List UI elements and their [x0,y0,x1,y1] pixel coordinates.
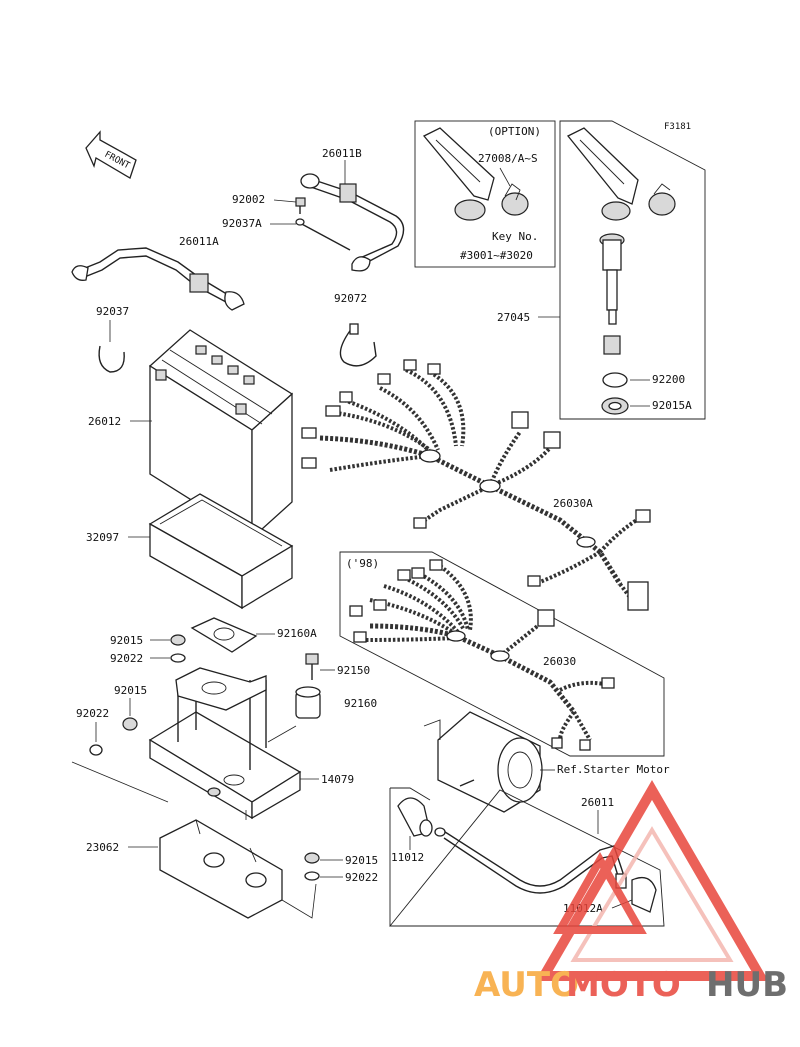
label-23062: 23062 [86,841,119,854]
label-92022-top: 92022 [110,652,143,665]
label-92037: 92037 [96,305,129,318]
ignition-switch-option-icon [422,127,529,221]
front-arrow-icon: FRONT [85,130,137,179]
figure-code: F3181 [664,122,691,132]
label-26011B: 26011B [322,147,362,160]
battery-bracket-14079-icon [148,667,302,820]
battery-icon [148,329,294,540]
label-92022-bottom: 92022 [345,871,378,884]
label-32097: 32097 [86,531,119,544]
boot-11012A-icon [631,876,657,913]
boot-11012-icon [397,797,433,837]
label-92160: 92160 [344,697,377,710]
option-part-number: 27008/A~S [478,152,538,165]
wiring-harness-26030A-icon [301,359,651,611]
label-26030: 26030 [543,655,576,668]
label-92015-bottom: 92015 [345,854,378,867]
label-26012: 26012 [88,415,121,428]
bolt-92150-icon [305,653,319,680]
starter-cable-box [389,787,665,927]
battery-cable-26011B-icon [300,173,405,272]
label-92015-mid: 92015 [114,684,147,697]
battery-cable-26011A-icon [71,247,245,311]
label-92160A: 92160A [277,627,317,640]
washer-92200-icon [602,372,628,388]
year-box [339,551,665,757]
label-92150: 92150 [337,664,370,677]
label-92200: 92200 [652,373,685,386]
ignition-switch-icon [566,127,676,221]
label-26011A: 26011A [179,235,219,248]
battery-tray-icon [148,493,294,610]
option-header: (OPTION) [488,125,541,138]
nut-92015-bottom-icon [304,852,320,864]
option-box [414,120,556,268]
key-label: Key No. [492,230,538,243]
watermark-logo: AUTO MOTO HUB [474,780,788,1005]
label-26011: 26011 [581,796,614,809]
band-92072-icon [339,327,377,367]
key-range: #3001~#3020 [460,249,533,262]
label-92015-top: 92015 [110,634,143,647]
key-cylinder-icon [599,233,625,355]
tie-band-92037A-icon [295,218,351,251]
pad-92160A-icon [190,617,258,653]
label-92002: 92002 [232,193,265,206]
ignition-box [559,120,706,420]
year-header: ('98) [346,557,379,570]
band-92037-icon [98,345,125,373]
ref-starter-motor-label: Ref.Starter Motor [557,763,670,776]
watermark-hub: HUB [706,965,788,1005]
washer-92022-bottom-icon [304,871,320,881]
label-92022-mid: 92022 [76,707,109,720]
label-92037A: 92037A [222,217,262,230]
damper-92160-icon [295,686,321,719]
washer-92022-icon [170,653,186,663]
label-92072: 92072 [334,292,367,305]
label-11012: 11012 [391,851,424,864]
bracket-23062-icon [159,819,283,919]
label-27045: 27045 [497,311,530,324]
watermark-auto: AUTO [474,965,579,1005]
bolt-92002-icon [295,197,306,214]
label-14079: 14079 [321,773,354,786]
nut-92015-icon [170,634,186,646]
nut-92015-mid-icon [122,717,138,731]
wiring-harness-26030-icon [349,559,615,751]
label-26030A: 26030A [553,497,593,510]
watermark-moto: MOTO [566,965,681,1005]
starter-motor-icon [423,711,543,813]
label-92015A: 92015A [652,399,692,412]
washer-92022-mid-icon [89,744,103,756]
